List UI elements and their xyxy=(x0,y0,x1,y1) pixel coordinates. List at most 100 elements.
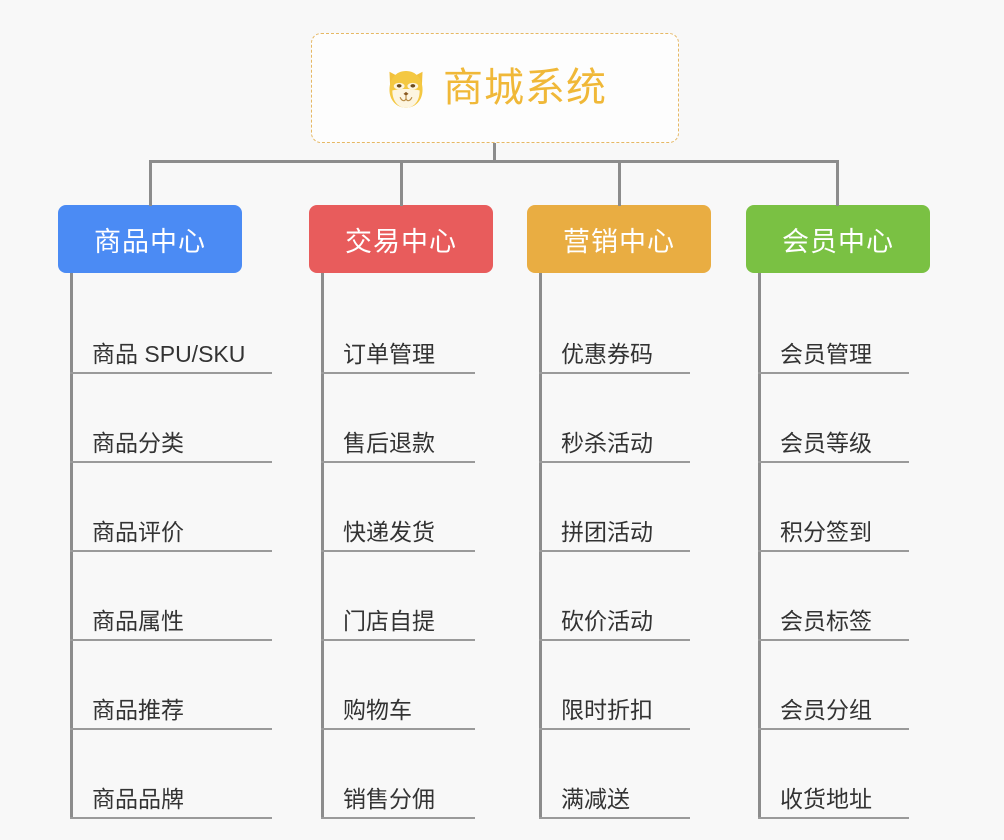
category-box-1[interactable]: 商品中心 xyxy=(58,205,242,273)
leaf-item-label: 商品 SPU/SKU xyxy=(92,340,246,367)
leaf-item[interactable]: 会员分组 xyxy=(746,641,930,730)
leaf-item-rule xyxy=(321,817,475,819)
connector-root-stem xyxy=(493,143,496,162)
leaf-item-label: 商品分类 xyxy=(92,429,184,456)
leaf-item[interactable]: 满减送 xyxy=(527,730,711,819)
leaf-item-rule xyxy=(539,461,690,463)
leaf-item[interactable]: 商品推荐 xyxy=(58,641,272,730)
connector-drop-4 xyxy=(836,160,839,206)
category-label: 会员中心 xyxy=(782,226,894,257)
leaf-item-label: 砍价活动 xyxy=(561,607,653,634)
leaf-spine-3 xyxy=(539,273,542,819)
leaf-item-label: 拼团活动 xyxy=(561,518,653,545)
connector-drop-3 xyxy=(618,160,621,206)
leaf-item-label: 满减送 xyxy=(561,785,630,812)
leaf-item-label: 会员分组 xyxy=(780,696,872,723)
leaf-item-label: 商品属性 xyxy=(92,607,184,634)
leaf-item-label: 商品推荐 xyxy=(92,696,184,723)
leaf-item-label: 秒杀活动 xyxy=(561,429,653,456)
leaf-item[interactable]: 商品 SPU/SKU xyxy=(58,285,272,374)
leaf-item-label: 商品评价 xyxy=(92,518,184,545)
leaf-item[interactable]: 限时折扣 xyxy=(527,641,711,730)
leaf-list-2: 订单管理售后退款快递发货门店自提购物车销售分佣 xyxy=(309,273,493,819)
leaf-item-label: 会员管理 xyxy=(780,340,872,367)
leaf-item-label: 优惠券码 xyxy=(561,340,653,367)
root-title: 商城系统 xyxy=(443,66,607,110)
category-label: 交易中心 xyxy=(345,226,457,257)
category-branch-4: 会员中心会员管理会员等级积分签到会员标签会员分组收货地址 xyxy=(746,205,930,819)
leaf-list-4: 会员管理会员等级积分签到会员标签会员分组收货地址 xyxy=(746,273,930,819)
category-box-4[interactable]: 会员中心 xyxy=(746,205,930,273)
leaf-item-rule xyxy=(758,728,909,730)
leaf-item[interactable]: 商品属性 xyxy=(58,552,272,641)
leaf-item[interactable]: 会员等级 xyxy=(746,374,930,463)
leaf-item-label: 会员标签 xyxy=(780,607,872,634)
category-branch-2: 交易中心订单管理售后退款快递发货门店自提购物车销售分佣 xyxy=(309,205,493,819)
leaf-item-label: 售后退款 xyxy=(343,429,435,456)
leaf-item-rule xyxy=(321,550,475,552)
leaf-item-rule xyxy=(539,639,690,641)
leaf-item-rule xyxy=(758,550,909,552)
leaf-spine-1 xyxy=(70,273,73,819)
leaf-item-rule xyxy=(758,372,909,374)
leaf-list-3: 优惠券码秒杀活动拼团活动砍价活动限时折扣满减送 xyxy=(527,273,711,819)
connector-horizontal-bus xyxy=(149,160,837,163)
leaf-item[interactable]: 购物车 xyxy=(309,641,493,730)
leaf-item-label: 会员等级 xyxy=(780,429,872,456)
leaf-item[interactable]: 优惠券码 xyxy=(527,285,711,374)
leaf-item-label: 门店自提 xyxy=(343,607,435,634)
leaf-item[interactable]: 砍价活动 xyxy=(527,552,711,641)
leaf-item[interactable]: 会员标签 xyxy=(746,552,930,641)
leaf-item[interactable]: 收货地址 xyxy=(746,730,930,819)
leaf-item-rule xyxy=(70,817,272,819)
leaf-item[interactable]: 商品评价 xyxy=(58,463,272,552)
root-node[interactable]: 商城系统 xyxy=(311,33,679,143)
category-branch-3: 营销中心优惠券码秒杀活动拼团活动砍价活动限时折扣满减送 xyxy=(527,205,711,819)
category-label: 营销中心 xyxy=(563,226,675,257)
leaf-list-1: 商品 SPU/SKU 商品分类商品评价商品属性商品推荐商品品牌 xyxy=(58,273,272,819)
leaf-item[interactable]: 销售分佣 xyxy=(309,730,493,819)
dog-face-emoji xyxy=(383,66,429,112)
leaf-item-rule xyxy=(758,817,909,819)
leaf-item[interactable]: 订单管理 xyxy=(309,285,493,374)
leaf-item[interactable]: 会员管理 xyxy=(746,285,930,374)
leaf-item[interactable]: 积分签到 xyxy=(746,463,930,552)
category-branch-1: 商品中心商品 SPU/SKU 商品分类商品评价商品属性商品推荐商品品牌 xyxy=(58,205,272,819)
leaf-item-label: 积分签到 xyxy=(780,518,872,545)
leaf-item-rule xyxy=(321,639,475,641)
connector-drop-1 xyxy=(149,160,152,206)
leaf-item[interactable]: 秒杀活动 xyxy=(527,374,711,463)
leaf-item-rule xyxy=(70,728,272,730)
leaf-spine-2 xyxy=(321,273,324,819)
leaf-item[interactable]: 商品品牌 xyxy=(58,730,272,819)
leaf-item[interactable]: 门店自提 xyxy=(309,552,493,641)
leaf-item-label: 商品品牌 xyxy=(92,785,184,812)
leaf-item-rule xyxy=(539,728,690,730)
leaf-item-rule xyxy=(321,728,475,730)
leaf-spine-4 xyxy=(758,273,761,819)
leaf-item[interactable]: 售后退款 xyxy=(309,374,493,463)
connector-drop-2 xyxy=(400,160,403,206)
leaf-item-rule xyxy=(70,639,272,641)
category-label: 商品中心 xyxy=(94,226,206,257)
category-box-2[interactable]: 交易中心 xyxy=(309,205,493,273)
leaf-item-label: 快递发货 xyxy=(343,518,435,545)
leaf-item-label: 收货地址 xyxy=(780,785,872,812)
leaf-item-rule xyxy=(758,639,909,641)
leaf-item-rule xyxy=(321,461,475,463)
leaf-item-rule xyxy=(539,817,690,819)
leaf-item-rule xyxy=(758,461,909,463)
leaf-item[interactable]: 拼团活动 xyxy=(527,463,711,552)
leaf-item[interactable]: 商品分类 xyxy=(58,374,272,463)
category-box-3[interactable]: 营销中心 xyxy=(527,205,711,273)
leaf-item-label: 订单管理 xyxy=(343,340,435,367)
leaf-item[interactable]: 快递发货 xyxy=(309,463,493,552)
leaf-item-label: 限时折扣 xyxy=(561,696,653,723)
leaf-item-rule xyxy=(70,461,272,463)
leaf-item-label: 购物车 xyxy=(343,696,412,723)
leaf-item-rule xyxy=(539,372,690,374)
leaf-item-rule xyxy=(70,372,272,374)
leaf-item-rule xyxy=(539,550,690,552)
leaf-item-label: 销售分佣 xyxy=(343,785,435,812)
